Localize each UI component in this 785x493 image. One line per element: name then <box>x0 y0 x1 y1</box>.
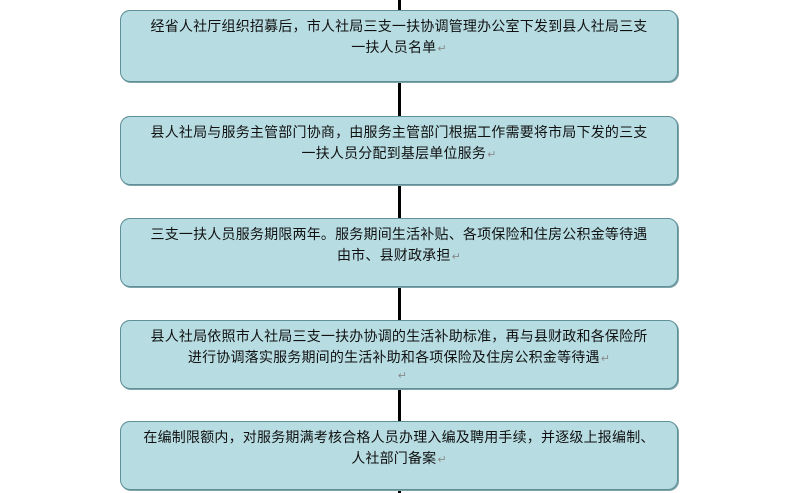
step-5-text-2: 人社部门备案 <box>351 451 437 467</box>
connector-1-2 <box>398 82 401 116</box>
step-3-line-1: 三支一扶人员服务期限两年。服务期间生活补贴、各项保险和住房公积金等待遇 <box>150 227 648 243</box>
paragraph-mark-icon: ↵ <box>437 42 447 55</box>
connector-4-5 <box>398 389 401 421</box>
paragraph-mark-icon: ↵ <box>600 352 611 365</box>
paragraph-mark-icon: ↵ <box>451 250 462 263</box>
flow-step-4: 县人社局依照市人社局三支一扶办协调的生活补助标准，再与县财政和各保险所 进行协调… <box>120 320 678 389</box>
step-4-line-2: 进行协调落实服务期间的生活补助和各项保险及住房公积金等待遇↵ <box>131 348 667 369</box>
step-2-line-2: 一扶人员分配到基层单位服务↵ <box>131 144 667 165</box>
step-4-text-2: 进行协调落实服务期间的生活补助和各项保险及住房公积金等待遇 <box>187 350 600 366</box>
step-5-line-2: 人社部门备案↵ <box>131 449 667 470</box>
step-3-line-2: 由市、县财政承担↵ <box>131 246 667 267</box>
step-3-text-2: 由市、县财政承担 <box>336 248 451 264</box>
step-5-line-1: 在编制限额内，对服务期满考核合格人员办理入编及聘用手续，并逐级上报编制、 <box>143 430 655 446</box>
step-1-text-2: 一扶人员名单 <box>351 40 437 56</box>
step-1-line-2: 一扶人员名单↵ <box>131 38 667 59</box>
step-2-text-2: 一扶人员分配到基层单位服务 <box>301 146 487 162</box>
flow-step-5: 在编制限额内，对服务期满考核合格人员办理入编及聘用手续，并逐级上报编制、 人社部… <box>120 421 678 490</box>
connector-2-3 <box>398 185 401 218</box>
paragraph-mark-icon: ↵ <box>487 148 497 161</box>
paragraph-mark-icon: ↵ <box>397 369 408 382</box>
connector-3-4 <box>398 287 401 320</box>
connector-bottom <box>398 490 401 493</box>
step-1-line-1: 经省人社厅组织招募后，市人社局三支一扶协调管理办公室下发到县人社局三支 <box>150 19 648 35</box>
flow-step-1: 经省人社厅组织招募后，市人社局三支一扶协调管理办公室下发到县人社局三支 一扶人员… <box>120 10 678 82</box>
connector-top <box>398 0 401 10</box>
flow-step-3: 三支一扶人员服务期限两年。服务期间生活补贴、各项保险和住房公积金等待遇 由市、县… <box>120 218 678 287</box>
paragraph-mark-icon: ↵ <box>437 453 447 466</box>
step-4-line-1: 县人社局依照市人社局三支一扶办协调的生活补助标准，再与县财政和各保险所 <box>150 329 648 345</box>
flow-step-2: 县人社局与服务主管部门协商，由服务主管部门根据工作需要将市局下发的三支 一扶人员… <box>120 116 678 185</box>
step-2-line-1: 县人社局与服务主管部门协商，由服务主管部门根据工作需要将市局下发的三支 <box>150 125 648 141</box>
